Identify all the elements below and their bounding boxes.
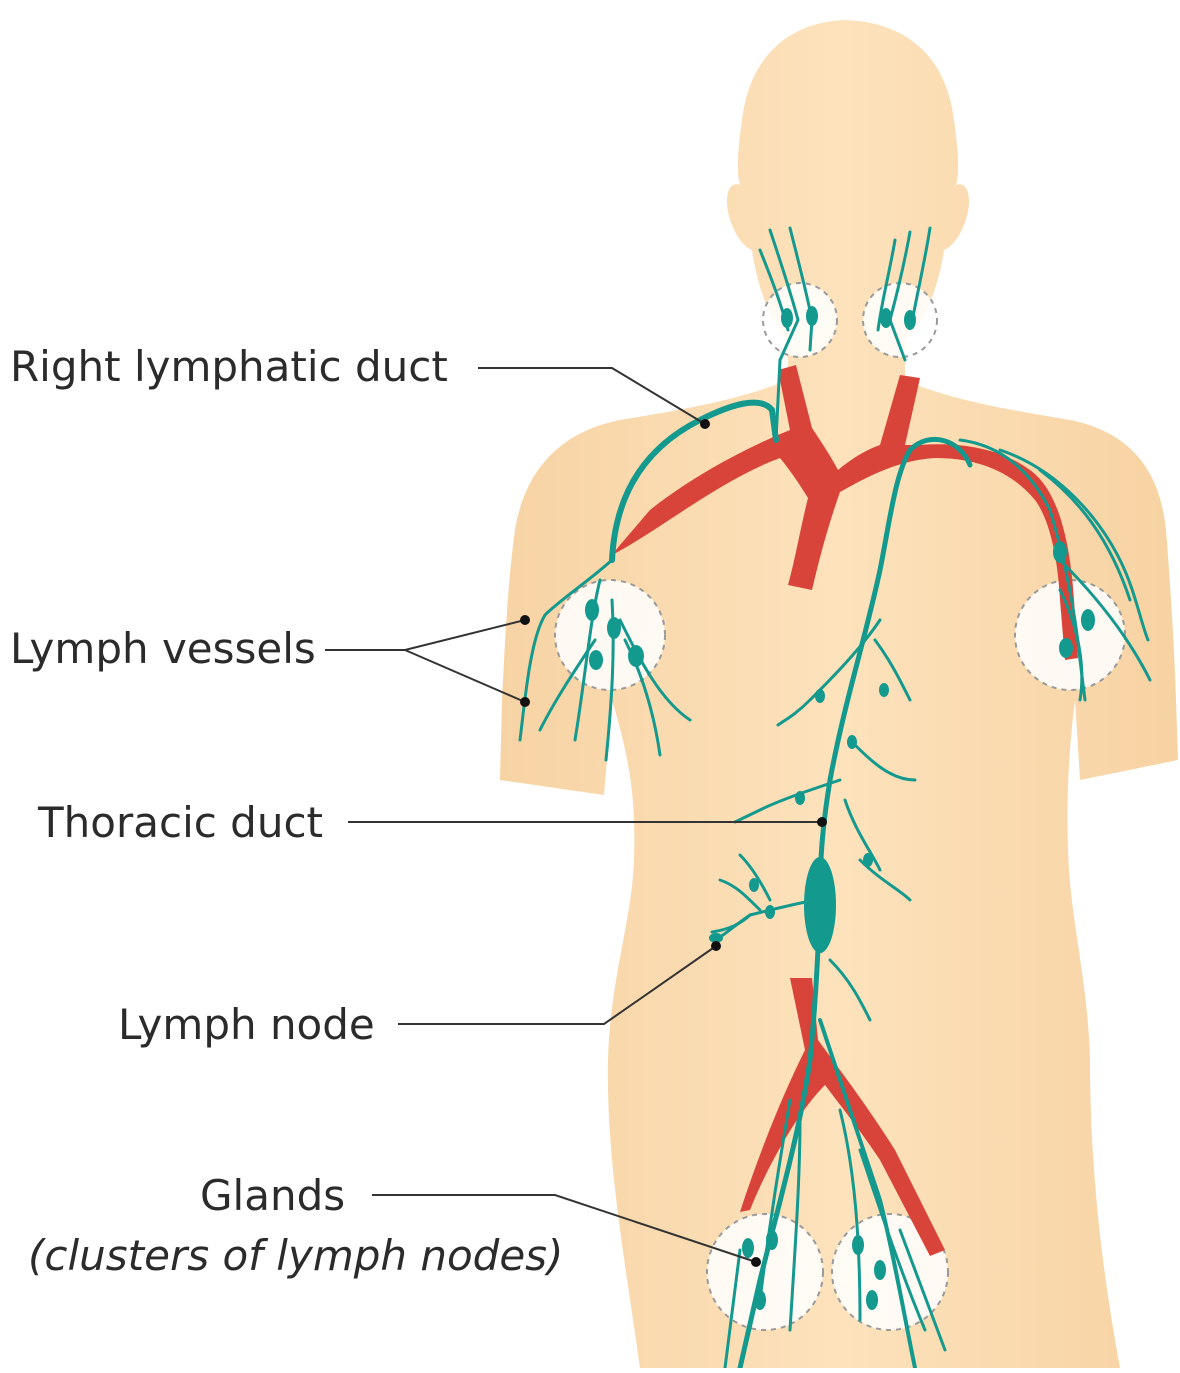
lymph-node-ellipse: [874, 1260, 886, 1280]
label-thoracic-duct: Thoracic duct: [38, 802, 323, 844]
lymph-node-ellipse: [749, 878, 759, 892]
label-lymph-node: Lymph node: [118, 1004, 375, 1046]
lymph-node-ellipse: [1059, 638, 1073, 658]
leader-dot: [817, 817, 827, 827]
label-right-lymphatic-duct: Right lymphatic duct: [10, 346, 448, 388]
leader-dot: [711, 941, 721, 951]
body-silhouette: [500, 20, 1178, 1368]
lymph-node-ellipse: [1053, 541, 1067, 563]
lymph-node-ellipse: [863, 853, 873, 867]
lymph-node-ellipse: [815, 689, 825, 703]
body-outline: [500, 20, 1178, 1368]
label-glands-note: (clusters of lymph nodes): [28, 1235, 563, 1277]
lymph-node-ellipse: [847, 735, 857, 749]
lymph-node-ellipse: [1081, 609, 1095, 631]
leader-dot: [751, 1257, 761, 1267]
lymph-node-ellipse: [795, 791, 805, 805]
label-glands: Glands: [200, 1175, 345, 1217]
leader-dot: [520, 697, 530, 707]
node-zone-neck-right: [763, 283, 837, 357]
lymph-node-ellipse: [852, 1235, 864, 1255]
lymph-node-ellipse: [585, 599, 599, 621]
leader-dot: [520, 615, 530, 625]
lymph-node-ellipse: [866, 1290, 878, 1310]
lymph-node-ellipse: [589, 650, 603, 670]
cisterna-chyli: [804, 857, 836, 953]
lymph-node-ellipse: [766, 1230, 778, 1250]
lymph-node-ellipse: [781, 308, 793, 328]
lymph-node-ellipse: [806, 306, 818, 326]
lymph-node-ellipse: [628, 645, 644, 667]
leader-dot: [700, 419, 710, 429]
lymph-node-ellipse: [880, 308, 892, 328]
lymph-node-ellipse: [879, 683, 889, 697]
lymph-node-ellipse: [754, 1290, 766, 1310]
label-lymph-vessels: Lymph vessels: [10, 628, 316, 670]
lymph-node-ellipse: [607, 617, 621, 639]
lymph-node-ellipse: [742, 1238, 754, 1258]
lymph-node-ellipse: [904, 310, 916, 330]
lymph-node-ellipse: [765, 905, 775, 919]
leader-lymph-vessels: [325, 620, 525, 702]
